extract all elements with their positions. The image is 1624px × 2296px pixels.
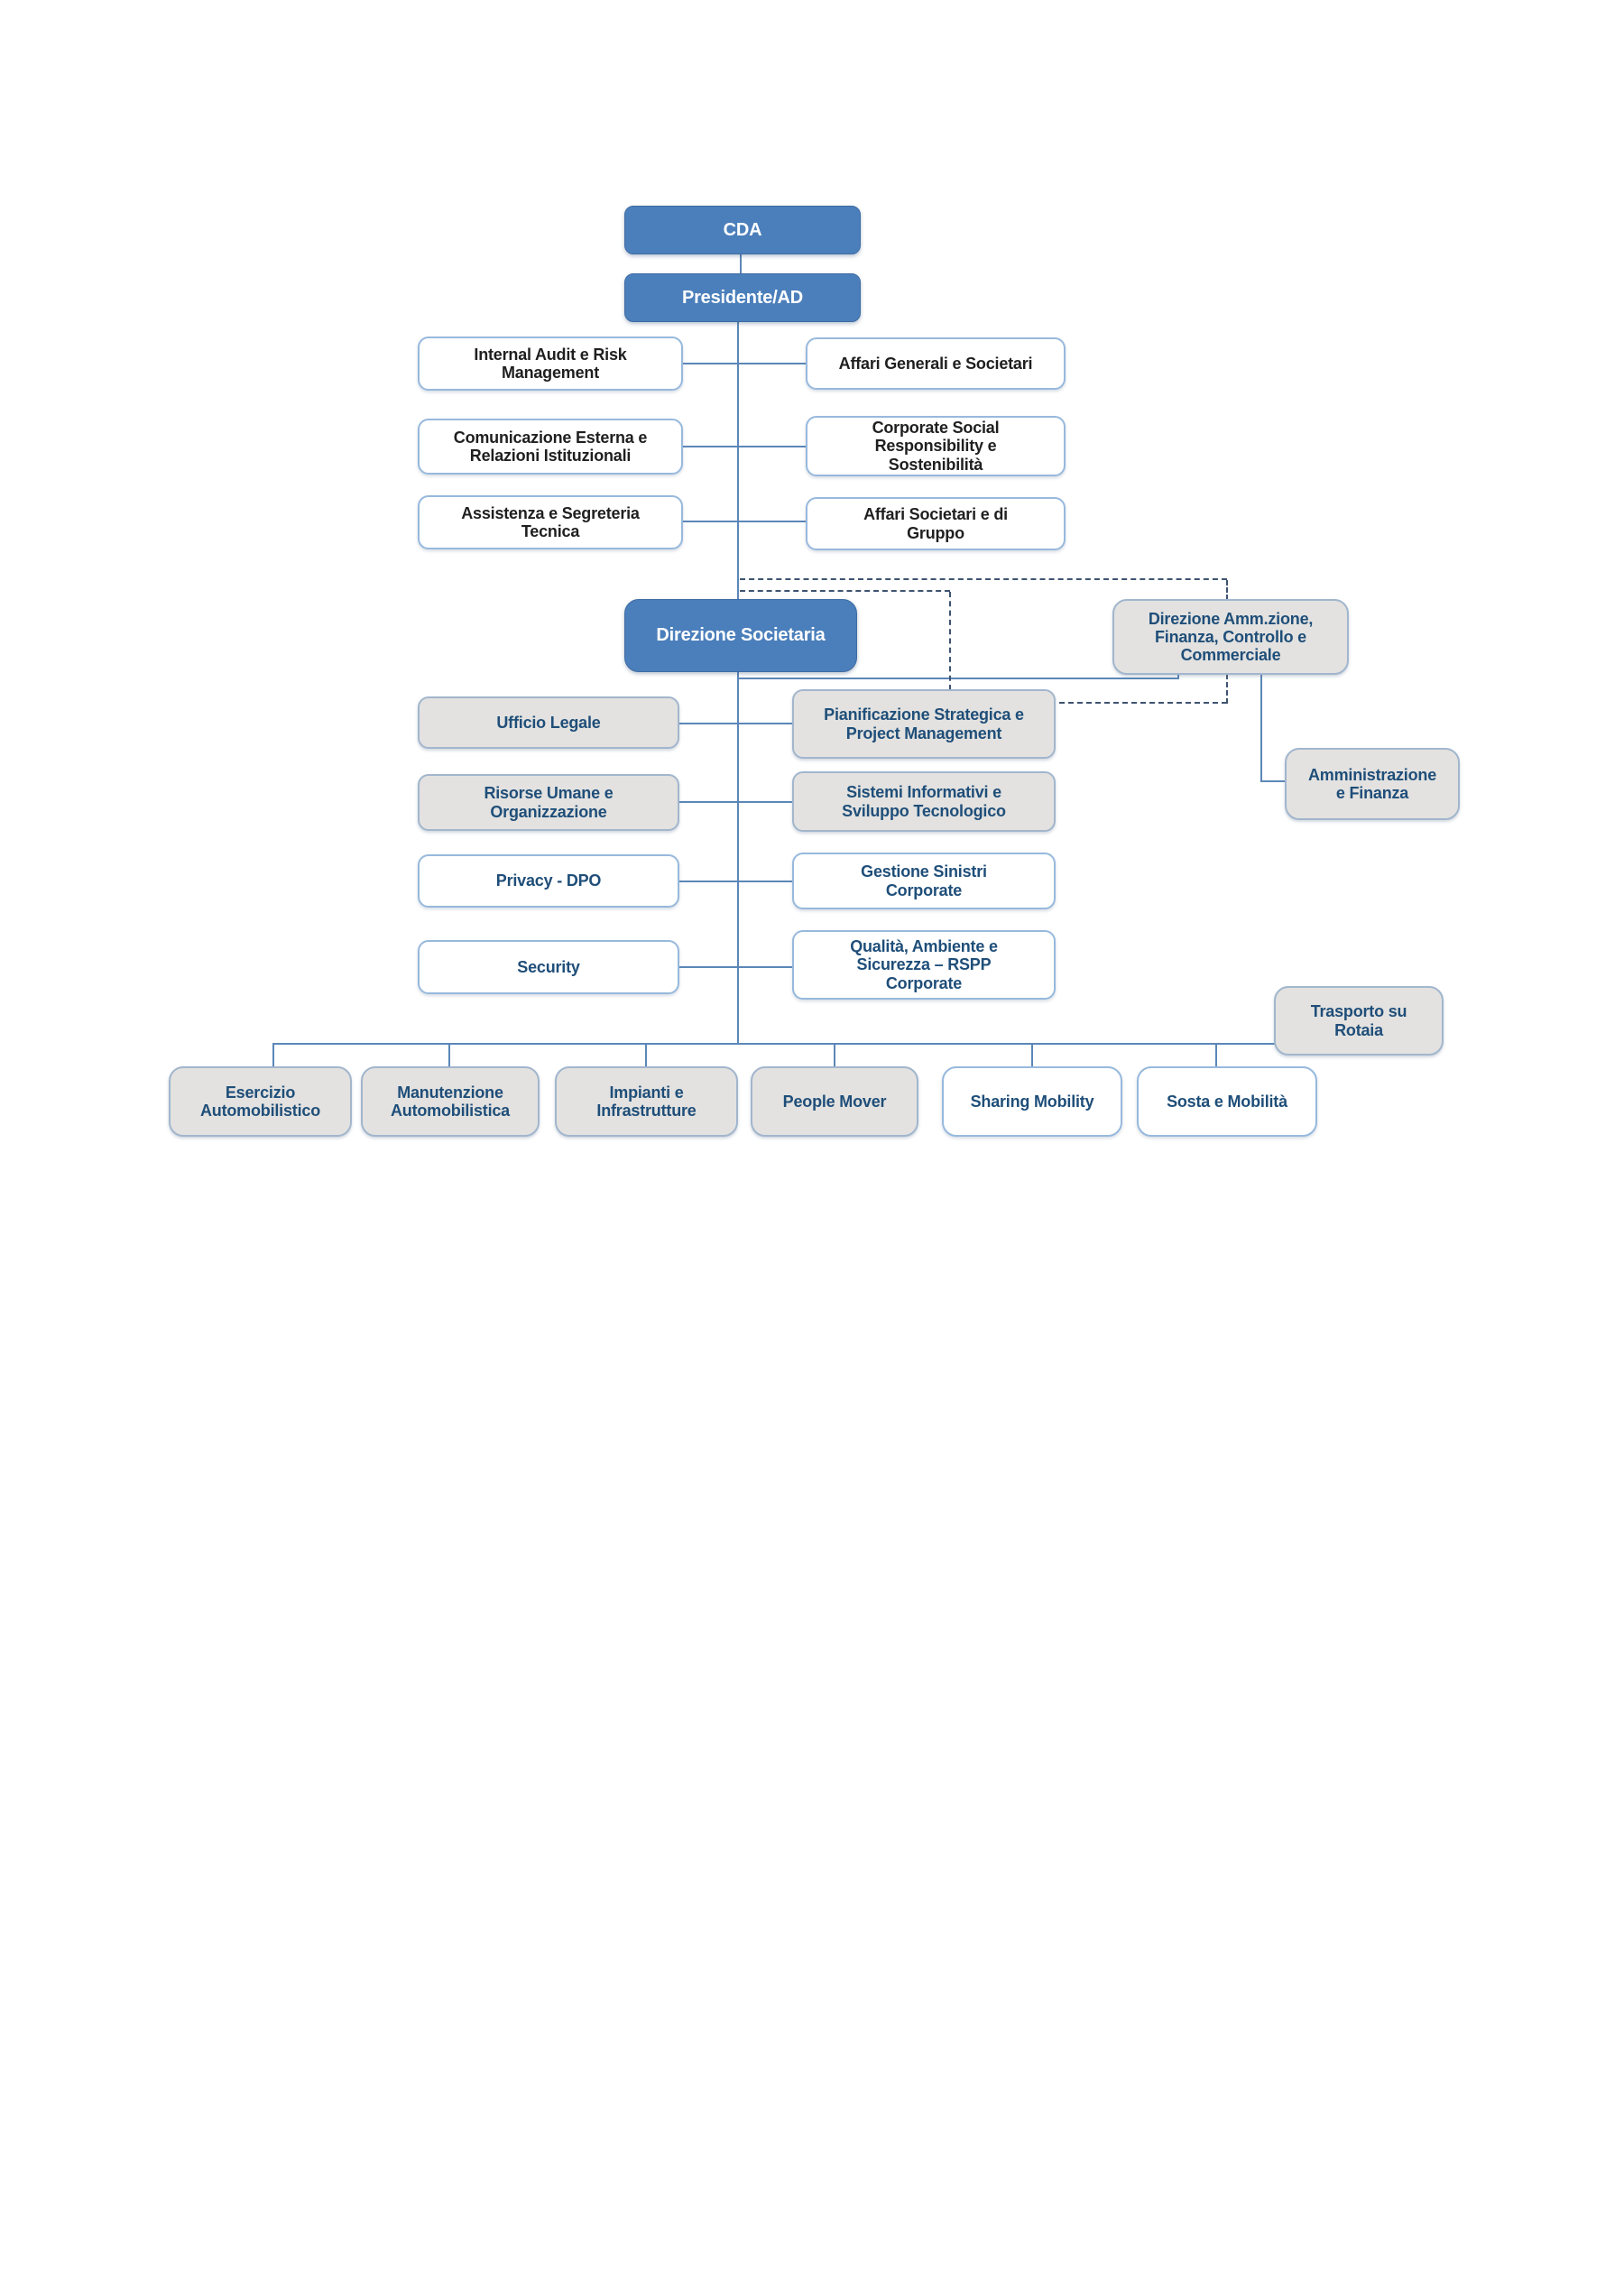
org-node-sharing-mobility: Sharing Mobility bbox=[942, 1066, 1122, 1137]
org-node-trasporto-rotaia: Trasporto su Rotaia bbox=[1274, 986, 1444, 1056]
connector-line bbox=[737, 322, 739, 1044]
connector-line bbox=[737, 678, 1179, 679]
org-node-manutenzione-automobilistica: Manutenzione Automobilistica bbox=[361, 1066, 540, 1137]
connector-line bbox=[1031, 1043, 1033, 1068]
dashed-connector-line bbox=[740, 578, 1227, 580]
connector-line bbox=[448, 1043, 450, 1068]
org-node-sistemi-informativi: Sistemi Informativi e Sviluppo Tecnologi… bbox=[792, 771, 1056, 832]
connector-line bbox=[272, 1043, 1276, 1045]
dashed-connector-line bbox=[1059, 702, 1227, 704]
org-node-risorse-umane: Risorse Umane e Organizzazione bbox=[418, 774, 679, 831]
org-node-direzione-amm: Direzione Amm.zione, Finanza, Controllo … bbox=[1112, 599, 1349, 675]
org-chart: CDA Presidente/AD Internal Audit e Risk … bbox=[169, 206, 1460, 1137]
connector-line bbox=[679, 521, 806, 522]
org-node-pianificazione-strategica: Pianificazione Strategica e Project Mana… bbox=[792, 689, 1056, 759]
org-node-ufficio-legale: Ufficio Legale bbox=[418, 696, 679, 749]
dashed-connector-line bbox=[740, 590, 950, 592]
connector-line bbox=[1177, 671, 1179, 679]
org-node-esercizio-automobilistico: Esercizio Automobilistico bbox=[169, 1066, 352, 1137]
dashed-connector-line bbox=[1226, 580, 1228, 600]
connector-line bbox=[678, 966, 794, 968]
connector-line bbox=[1215, 1043, 1217, 1068]
org-node-affari-generali: Affari Generali e Societari bbox=[806, 337, 1066, 390]
connector-line bbox=[834, 1043, 835, 1068]
org-node-people-mover: People Mover bbox=[751, 1066, 918, 1137]
connector-line bbox=[678, 801, 794, 803]
org-node-presidente-ad: Presidente/AD bbox=[624, 273, 861, 322]
dashed-connector-line bbox=[949, 592, 951, 690]
org-node-impianti-infrastrutture: Impianti e Infrastrutture bbox=[555, 1066, 738, 1137]
org-node-assistenza-segreteria: Assistenza e Segreteria Tecnica bbox=[418, 495, 683, 549]
connector-line bbox=[678, 723, 794, 724]
org-node-comunicazione-esterna: Comunicazione Esterna e Relazioni Istitu… bbox=[418, 419, 683, 475]
org-node-sosta-mobilita: Sosta e Mobilità bbox=[1137, 1066, 1317, 1137]
connector-line bbox=[678, 881, 794, 882]
connector-line bbox=[679, 446, 806, 447]
connector-line bbox=[740, 254, 742, 273]
org-node-gestione-sinistri: Gestione Sinistri Corporate bbox=[792, 853, 1056, 909]
connector-line bbox=[1260, 780, 1286, 782]
org-node-security: Security bbox=[418, 940, 679, 994]
org-node-corporate-social: Corporate Social Responsibility e Sosten… bbox=[806, 416, 1066, 476]
connector-line bbox=[679, 363, 806, 364]
connector-line bbox=[272, 1043, 274, 1068]
org-node-cda: CDA bbox=[624, 206, 861, 254]
connector-line bbox=[645, 1043, 647, 1068]
org-node-affari-societari-gruppo: Affari Societari e di Gruppo bbox=[806, 497, 1066, 550]
org-node-privacy-dpo: Privacy - DPO bbox=[418, 854, 679, 908]
org-node-amministrazione-finanza: Amministrazione e Finanza bbox=[1285, 748, 1460, 820]
connector-line bbox=[1260, 674, 1262, 782]
org-node-internal-audit: Internal Audit e Risk Management bbox=[418, 337, 683, 391]
org-node-direzione-societaria: Direzione Societaria bbox=[624, 599, 857, 672]
dashed-connector-line bbox=[1226, 674, 1228, 704]
org-node-qualita-ambiente: Qualità, Ambiente e Sicurezza – RSPP Cor… bbox=[792, 930, 1056, 1000]
